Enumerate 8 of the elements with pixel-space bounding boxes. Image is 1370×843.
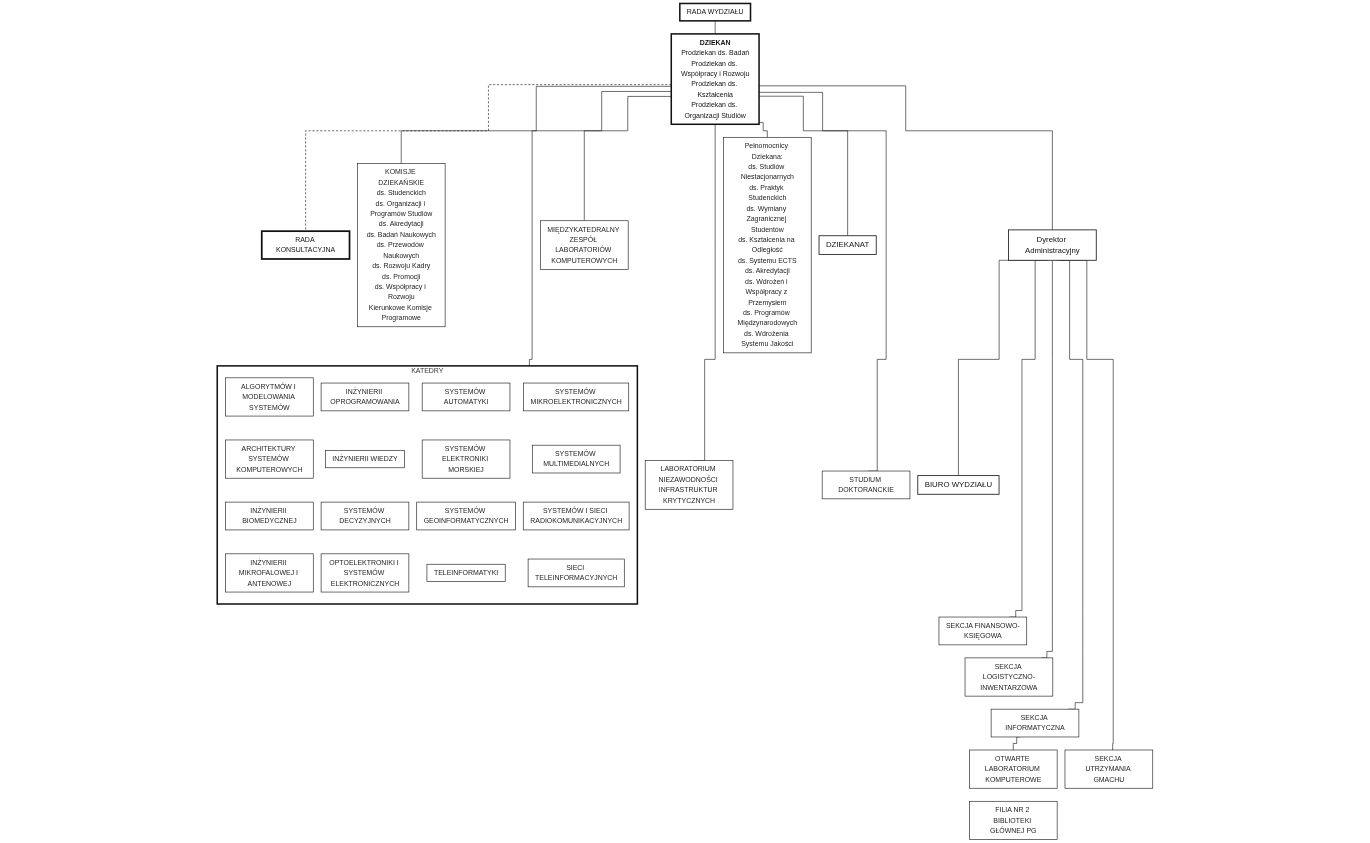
connector <box>758 122 768 138</box>
connector <box>758 85 1053 231</box>
connector <box>758 95 848 237</box>
connector <box>583 96 672 222</box>
connector <box>758 92 887 472</box>
connector <box>714 20 716 35</box>
connector <box>400 86 672 164</box>
connector <box>526 91 672 367</box>
